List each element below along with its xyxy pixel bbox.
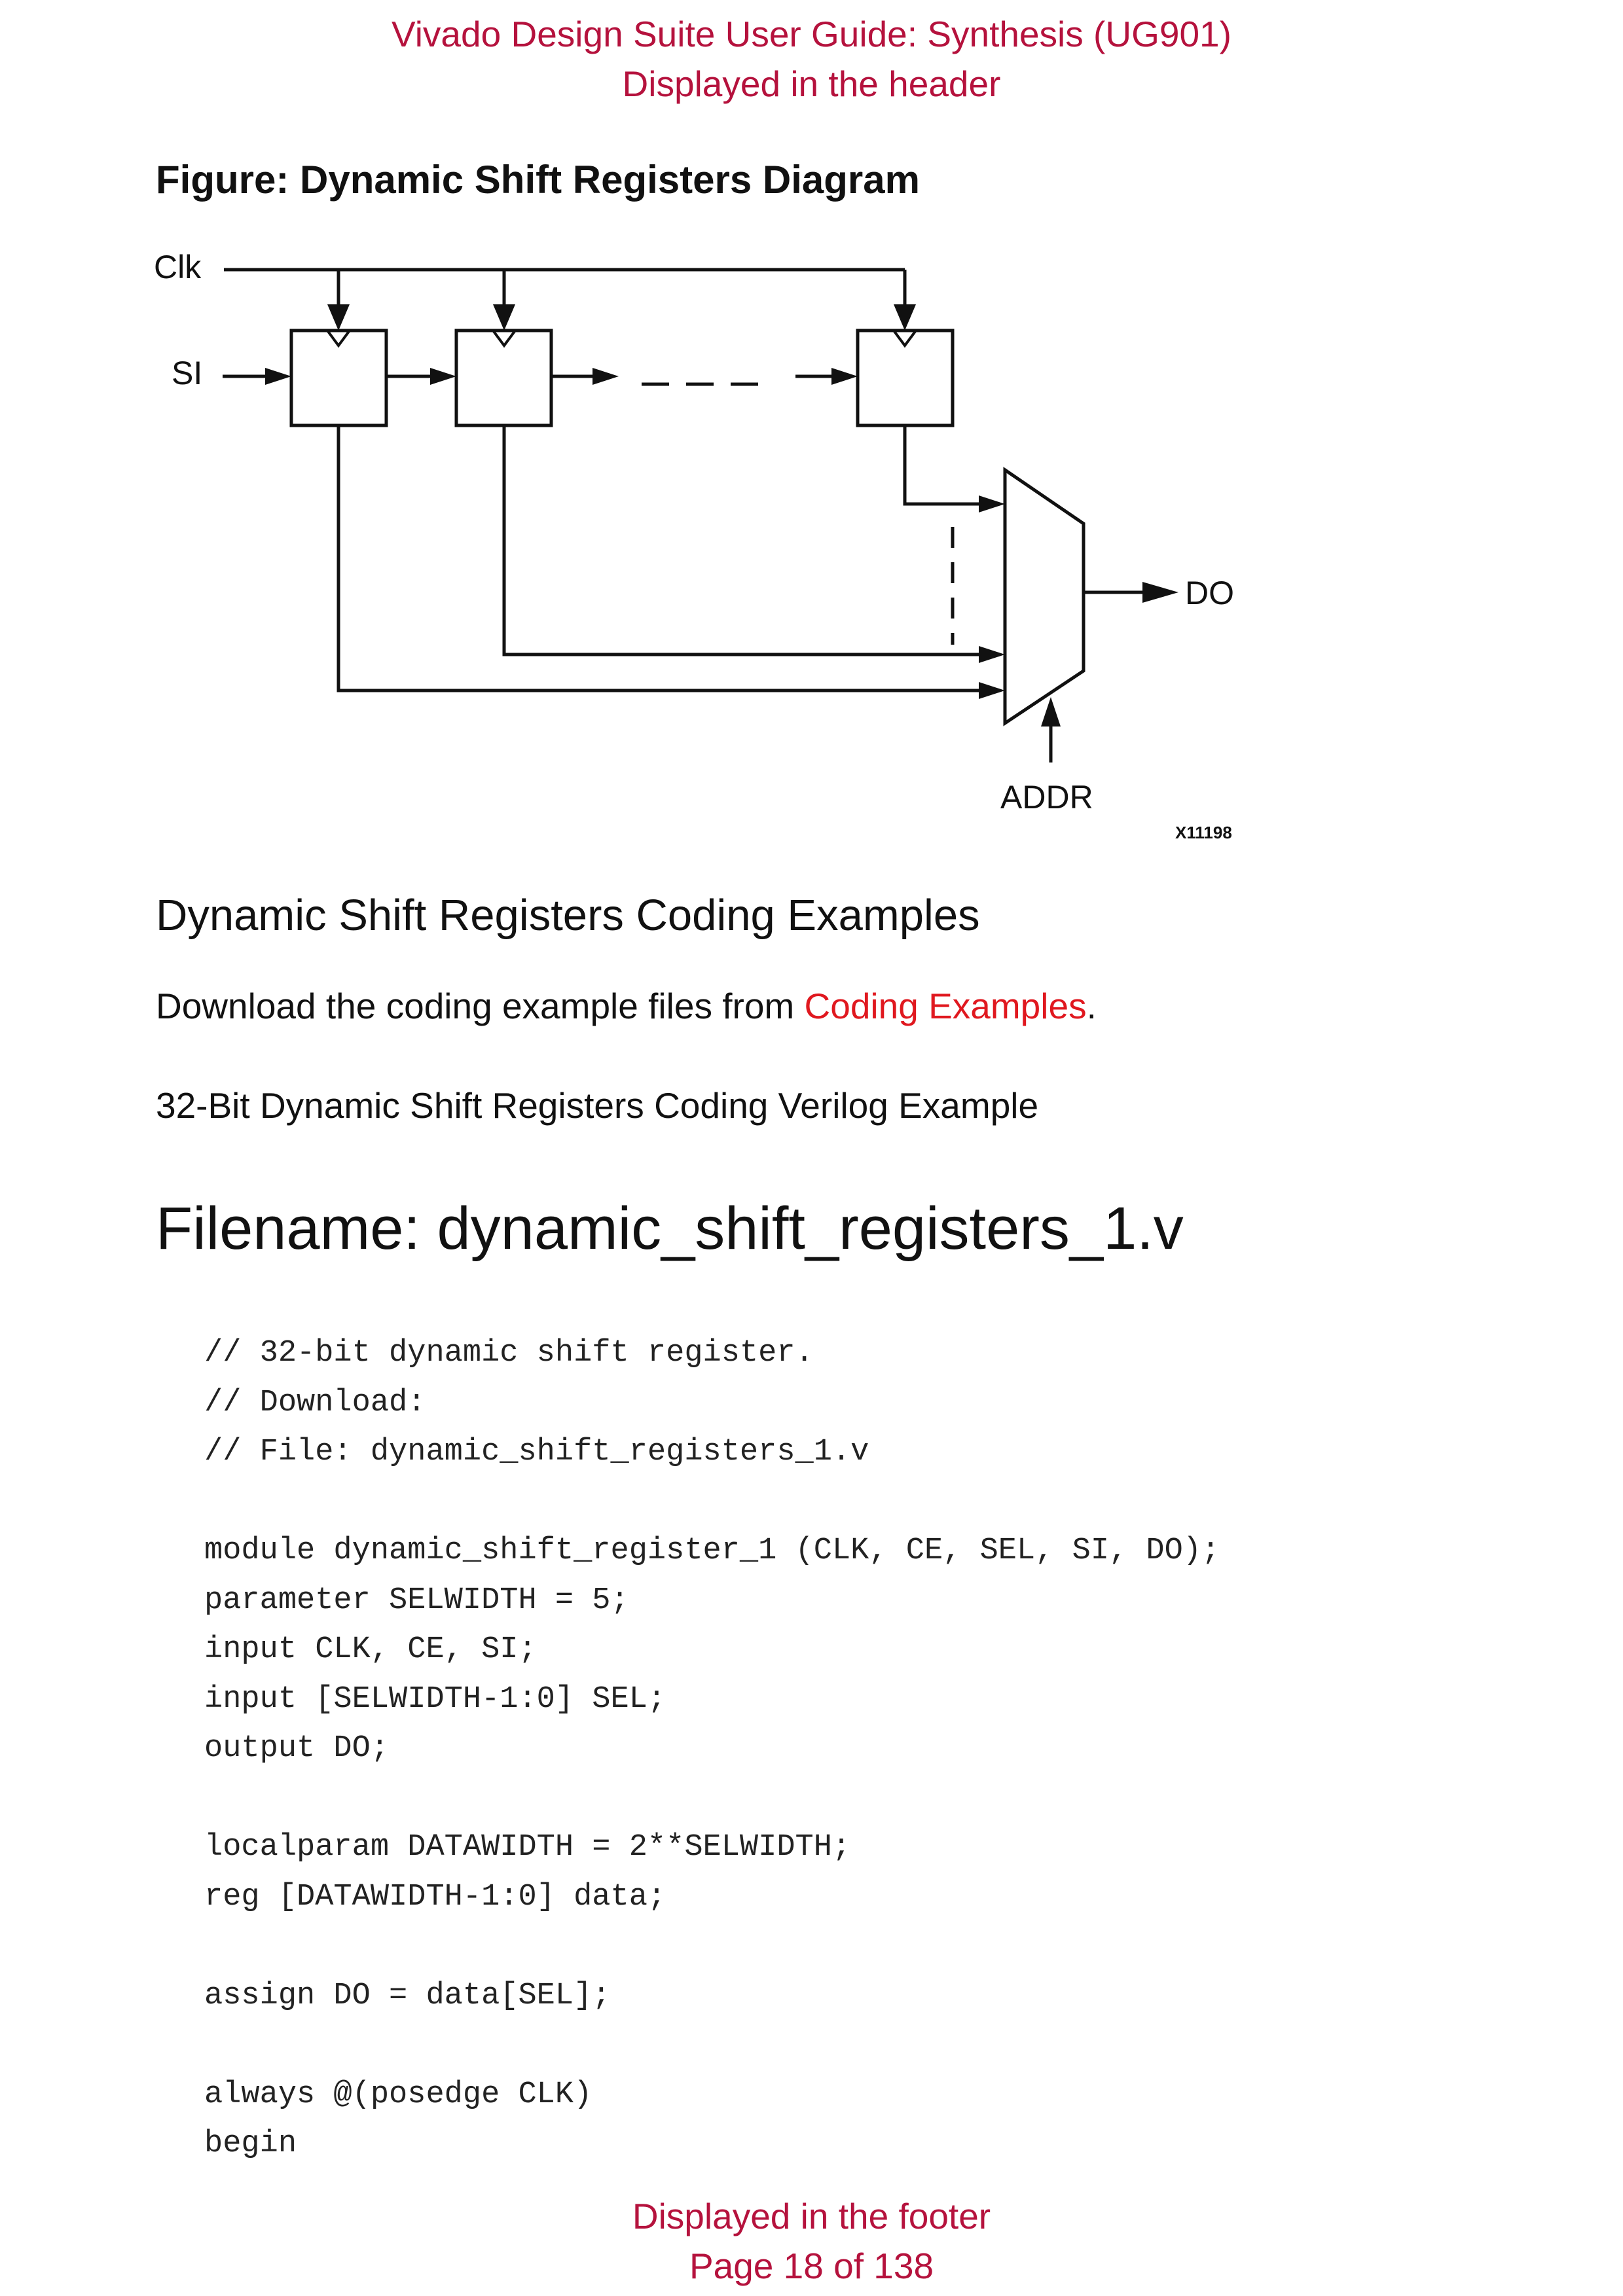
clock-arrowheads <box>327 304 916 331</box>
clock-triangles <box>326 329 917 348</box>
example-title: 32-Bit Dynamic Shift Registers Coding Ve… <box>156 1085 1039 1126</box>
section-heading: Dynamic Shift Registers Coding Examples <box>156 891 980 940</box>
code-line <box>204 2020 1514 2070</box>
chain-arrowheads <box>265 368 858 385</box>
code-block: // 32-bit dynamic shift register. // Dow… <box>204 1329 1514 2169</box>
header-title: Vivado Design Suite User Guide: Synthesi… <box>392 14 1231 54</box>
download-end: . <box>1086 986 1097 1026</box>
code-line: output DO; <box>204 1731 390 1766</box>
addr-label: ADDR <box>1000 779 1093 816</box>
filename-heading: Filename: dynamic_shift_registers_1.v <box>156 1195 1184 1262</box>
code-line: always @(posedge CLK) <box>204 2077 593 2112</box>
code-line: // Download: <box>204 1385 426 1420</box>
code-line: input [SELWIDTH-1:0] SEL; <box>204 1681 666 1717</box>
multiplexer <box>1003 467 1085 726</box>
figure-id-label: X11198 <box>1175 823 1232 842</box>
shift-chain <box>223 374 835 386</box>
header-subtitle: Displayed in the header <box>622 63 1001 104</box>
code-line <box>204 1774 1514 1823</box>
coding-examples-link[interactable]: Coding Examples <box>804 986 1087 1026</box>
code-line: reg [DATAWIDTH-1:0] data; <box>204 1879 666 1914</box>
si-label: SI <box>172 355 202 391</box>
code-line <box>204 1922 1514 1971</box>
clk-label: Clk <box>154 249 202 285</box>
page-footer: Displayed in the footer Page 18 of 138 <box>0 2191 1623 2291</box>
do-label: DO <box>1185 575 1234 611</box>
code-line: assign DO = data[SEL]; <box>204 1978 611 2013</box>
code-line: input CLK, CE, SI; <box>204 1632 537 1667</box>
code-line: // File: dynamic_shift_registers_1.v <box>204 1435 869 1469</box>
mux-input-arrowheads <box>979 495 1005 699</box>
addr-arrowhead <box>1041 697 1061 726</box>
figure-caption: Figure: Dynamic Shift Registers Diagram <box>156 158 920 202</box>
code-line: // 32-bit dynamic shift register. <box>204 1336 814 1371</box>
clock-bus <box>224 268 907 308</box>
page-header: Vivado Design Suite User Guide: Synthesi… <box>0 9 1623 109</box>
shift-register-diagram: Clk SI DO ADDR X11198 <box>154 249 1234 842</box>
code-line: module dynamic_shift_register_1 (CLK, CE… <box>204 1534 1220 1568</box>
download-paragraph: Download the coding example files from C… <box>156 985 1097 1027</box>
code-line: parameter SELWIDTH = 5; <box>204 1583 629 1618</box>
code-line <box>204 1477 1514 1527</box>
page-number: Page 18 of 138 <box>689 2246 934 2286</box>
mux-inputs <box>337 425 979 692</box>
output-arrowhead <box>1142 582 1178 603</box>
download-text: Download the coding example files from <box>156 986 805 1026</box>
footer-note: Displayed in the footer <box>632 2196 991 2236</box>
code-line: begin <box>204 2126 297 2161</box>
code-line: localparam DATAWIDTH = 2**SELWIDTH; <box>204 1830 851 1865</box>
